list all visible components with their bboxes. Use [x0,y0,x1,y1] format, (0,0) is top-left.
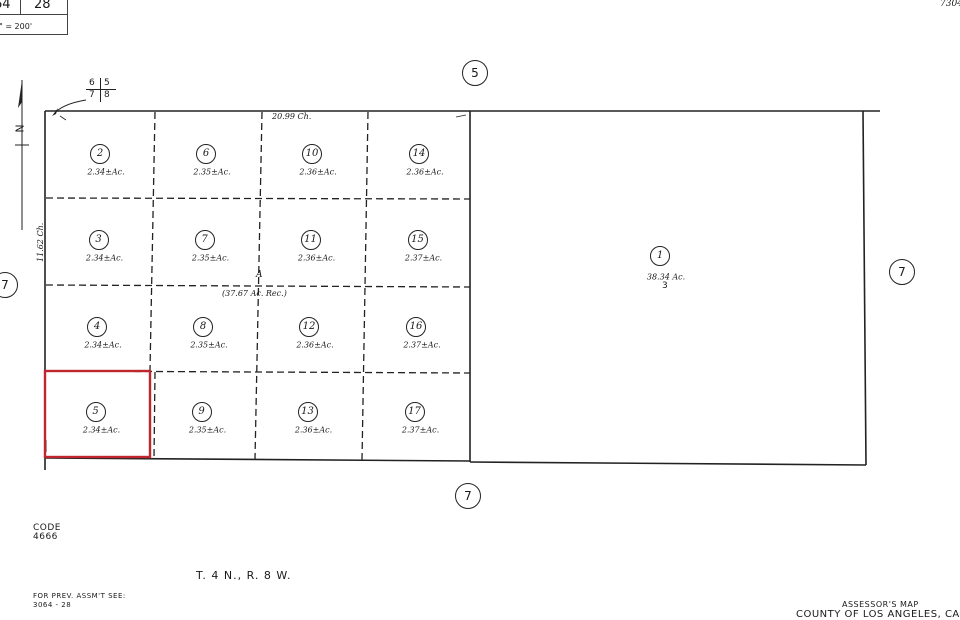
parcel-area: 2.34±Ac. [85,253,124,263]
parcel-number: 12 [299,317,319,337]
big-parcel[interactable] [472,112,864,462]
assessor-title: ASSESSOR'S MAP [842,600,919,609]
parcel-number: 16 [406,317,426,337]
parcel-number: 15 [407,230,428,250]
parcel-area: 2.37±Ac. [404,253,443,263]
top-dimension: 20.99 Ch. [272,112,312,121]
code-value: 4666 [33,532,58,542]
parcel-area: 2.36±Ac. [294,425,333,435]
parcel-number: 2 [90,144,110,164]
parcel-area: 2.34±Ac. [82,425,121,435]
parcel-area: 2.34±Ac. [87,167,125,177]
scale-label: 1" = 200' [0,22,33,31]
big-parcel-area: 38.34 Ac. [646,272,686,282]
block-letter: A [256,270,263,280]
adjoining-bottom[interactable]: 7 [455,483,481,509]
big-parcel-number: 1 [650,246,670,266]
parcel-number: 5 [85,402,106,422]
north-arrow-icon [15,80,29,230]
parcel-number: 14 [409,144,429,164]
parcel-area: 2.35±Ac. [193,167,231,177]
highlighted-parcel-outline [43,369,152,459]
side-dimension: 11.62 Ch. [36,222,45,262]
parcel-area: 2.35±Ac. [191,253,230,263]
section-corner: 6 5 7 8 [86,78,116,102]
parcel-area: 2.35±Ac. [190,340,228,350]
parcel-number: 13 [297,402,318,422]
big-parcel-sub: 3 [662,281,668,291]
parcel-number: 9 [191,402,212,422]
corner-bl: 7 [89,90,95,100]
parcel-area: 2.36±Ac. [296,340,334,350]
parcel-number: 8 [193,317,213,337]
parcel-number: 11 [300,230,321,250]
page-number-box: 64 28 1" = 200' [0,0,68,35]
prev-assessment-value: 3064 - 28 [33,601,72,609]
parcel-area: 2.34±Ac. [84,340,122,350]
page-number-right: 28 [34,0,51,12]
corner-br: 8 [104,90,110,100]
parcel-area: 2.37±Ac. [403,340,441,350]
parcel-number: 4 [87,317,107,337]
corner-tl: 6 [89,78,95,88]
parcel-area: 2.36±Ac. [297,253,336,263]
assessor-county: COUNTY OF LOS ANGELES, CALIF. [796,609,960,620]
parcel-number: 6 [196,144,216,164]
page-number-left: 64 [0,0,11,12]
parcel-number: 17 [404,402,425,422]
parcel-number: 3 [88,230,109,250]
adjoining-top[interactable]: 5 [462,60,488,86]
adjoining-right[interactable]: 7 [889,259,915,285]
parcel-number: 10 [302,144,322,164]
block-total: (37.67 Ac. Rec.) [222,289,287,298]
code-label: CODE [33,523,61,533]
corner-code: 7304 [940,0,960,9]
corner-tr: 5 [104,78,110,88]
prev-assessment-label: FOR PREV. ASSM'T SEE: [33,592,126,600]
north-arrow: N [12,80,32,230]
parcel-number: 7 [194,230,215,250]
parcel-area: 2.36±Ac. [299,167,337,177]
parcel-area: 2.37±Ac. [401,425,440,435]
parcel-area: 2.35±Ac. [188,425,227,435]
township-range: T. 4 N., R. 8 W. [196,569,292,582]
parcel-area: 2.36±Ac. [406,167,444,177]
